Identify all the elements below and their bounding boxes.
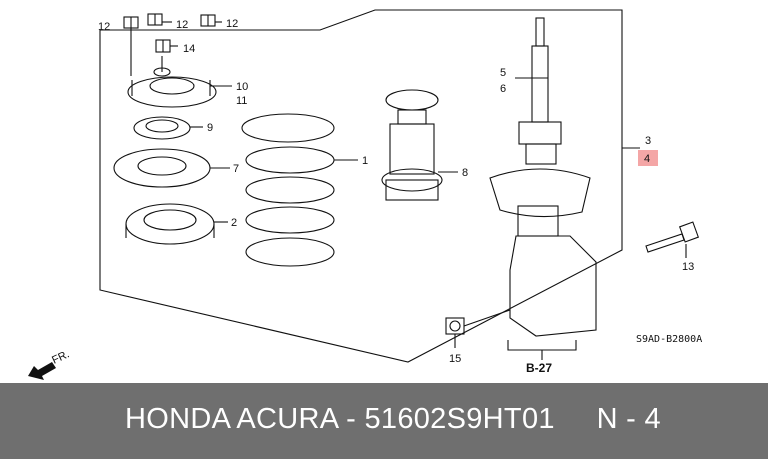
nut-12-right	[200, 14, 216, 27]
nut-12-left	[123, 16, 139, 29]
callout-1: 1	[362, 155, 368, 167]
footer-bar: HONDA ACURA - 51602S9HT01 N - 4	[0, 383, 768, 459]
bearing-9	[133, 116, 191, 140]
callout-6: 6	[500, 83, 506, 95]
upper-mount	[127, 56, 217, 108]
part-number-caption: HONDA ACURA - 51602S9HT01 N - 4	[125, 403, 661, 435]
callout-14: 14	[183, 43, 195, 55]
callout-11: 11	[236, 95, 247, 107]
callout-5: 5	[500, 67, 506, 79]
callout-7: 7	[233, 163, 239, 175]
callout-10: 10	[236, 81, 248, 93]
callout-13: 13	[682, 261, 694, 273]
callout-12-left: 12	[98, 21, 110, 33]
bump-stop-8	[381, 89, 443, 201]
coil-spring-1	[241, 113, 335, 267]
drawing-code: S9AD-B2800A	[636, 334, 702, 345]
front-arrow-icon	[28, 362, 56, 380]
callout-4: 4	[644, 153, 650, 165]
callout-9: 9	[207, 122, 213, 134]
callout-3: 3	[645, 135, 651, 147]
callout-12-middle: 12	[176, 19, 188, 31]
callout-15: 15	[449, 353, 461, 365]
callout-8: 8	[462, 167, 468, 179]
nut-15	[445, 317, 465, 335]
callout-2: 2	[231, 217, 237, 229]
ref-bracket	[507, 340, 577, 351]
callout-12-right: 12	[226, 18, 238, 30]
highlight-box	[638, 150, 658, 166]
assembly-boundary	[99, 9, 623, 363]
nut-12-middle	[147, 13, 163, 26]
diagram-canvas: 12 12 12 14 10 11 9 7 2 1 8 5 6 3 4 13 1…	[28, 9, 702, 380]
bolt-13	[645, 221, 700, 253]
spring-seat-7	[113, 148, 211, 188]
strut-assembly	[489, 17, 597, 337]
ref-label: B-27	[526, 361, 552, 375]
direction-label: FR.	[50, 348, 71, 366]
nut-14	[155, 39, 171, 53]
spring-rubber-2	[125, 203, 215, 245]
